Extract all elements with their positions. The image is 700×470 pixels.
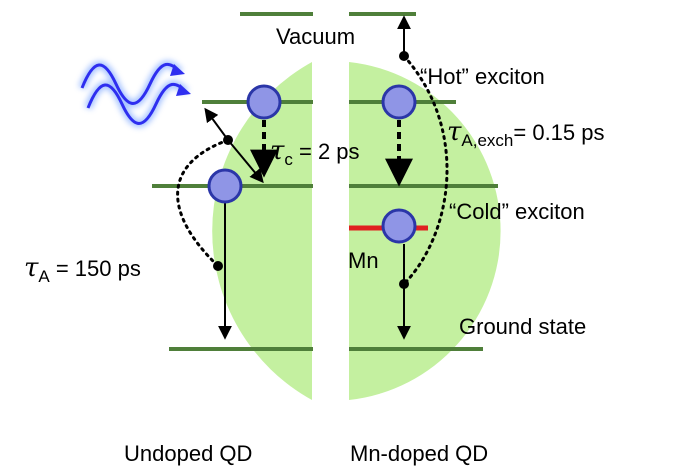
tau-a-symbol: τ bbox=[24, 253, 39, 283]
tau-c-label: τc = 2 ps bbox=[270, 136, 360, 169]
vacuum-label: Vacuum bbox=[276, 24, 355, 49]
mn-doped-qd-label: Mn-doped QD bbox=[350, 441, 488, 466]
tau-a-subscript: A bbox=[38, 267, 50, 286]
auger-path-undoped bbox=[176, 138, 230, 268]
undoped-qd-label: Undoped QD bbox=[124, 441, 252, 466]
point-auger-undoped bbox=[223, 135, 233, 145]
transition-points bbox=[213, 51, 409, 289]
auger-path-doped bbox=[402, 54, 449, 286]
ground-state-label: Ground state bbox=[459, 314, 586, 339]
tau-aexch-symbol: τ bbox=[447, 117, 462, 147]
point-ground-doped bbox=[399, 279, 409, 289]
tau-aexch-subscript: A,exch bbox=[461, 131, 513, 150]
undoped-qd-half bbox=[212, 62, 312, 400]
tau-a-label: τA = 150 ps bbox=[24, 253, 141, 286]
hot-exciton-undoped bbox=[246, 84, 282, 120]
tau-c-symbol: τ bbox=[270, 136, 285, 166]
mn-exciton-doped bbox=[381, 208, 417, 244]
point-vacuum-doped bbox=[399, 51, 409, 61]
energy-levels bbox=[152, 12, 498, 351]
excitons bbox=[207, 84, 417, 244]
mn-label: Mn bbox=[348, 248, 379, 273]
excitation-arrow bbox=[204, 107, 229, 141]
hot-exciton-label: “Hot” exciton bbox=[420, 64, 545, 89]
point-auger-end-undoped bbox=[213, 261, 223, 271]
photon-wave-icon bbox=[78, 60, 191, 128]
hot-exciton-doped bbox=[381, 84, 417, 120]
tau-aexch-value: = 0.15 ps bbox=[513, 120, 604, 145]
cold-exciton-undoped bbox=[207, 168, 243, 204]
doped-qd-half bbox=[349, 62, 501, 400]
tau-c-subscript: c bbox=[284, 150, 293, 169]
cold-exciton-label: “Cold” exciton bbox=[449, 199, 585, 224]
tau-a-value: = 150 ps bbox=[50, 256, 141, 281]
tau-c-value: = 2 ps bbox=[293, 139, 360, 164]
tau-aexch-label: τA,exch= 0.15 ps bbox=[447, 117, 605, 150]
